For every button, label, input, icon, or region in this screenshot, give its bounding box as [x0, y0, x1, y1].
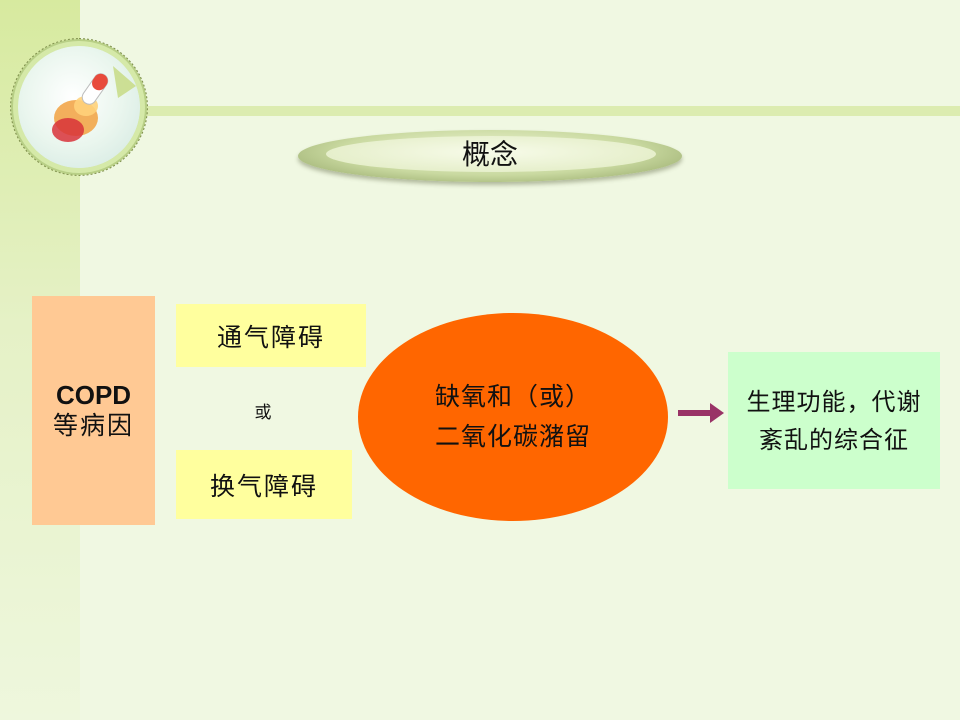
- or-label: 或: [254, 403, 272, 423]
- outcome-line-1: 缺氧和（或）: [434, 382, 591, 411]
- ventilation-disorder-box: 通气障碍: [176, 304, 366, 367]
- outcome-line-2: 二氧化碳潴留: [434, 422, 591, 451]
- medicine-logo: [18, 46, 140, 168]
- exchange-disorder-box: 换气障碍: [176, 450, 352, 519]
- result-box: 生理功能，代谢 紊乱的综合征: [728, 352, 940, 489]
- header-divider: [140, 106, 960, 116]
- result-line-1: 生理功能，代谢: [746, 387, 922, 416]
- hypoxia-ellipse: 缺氧和（或） 二氧化碳潴留: [358, 313, 668, 521]
- arrow-right-icon: [678, 403, 724, 423]
- result-line-2: 紊乱的综合征: [759, 425, 909, 454]
- cause-box: COPD 等病因: [32, 296, 155, 525]
- cause-label-copd: COPD: [55, 379, 132, 410]
- logo-dotted-ring: [10, 38, 148, 176]
- cause-label-etiology: 等病因: [52, 410, 134, 440]
- slide-title: 概念: [461, 138, 518, 171]
- title-pill-inner: [326, 136, 656, 172]
- pills-icon: [52, 66, 136, 142]
